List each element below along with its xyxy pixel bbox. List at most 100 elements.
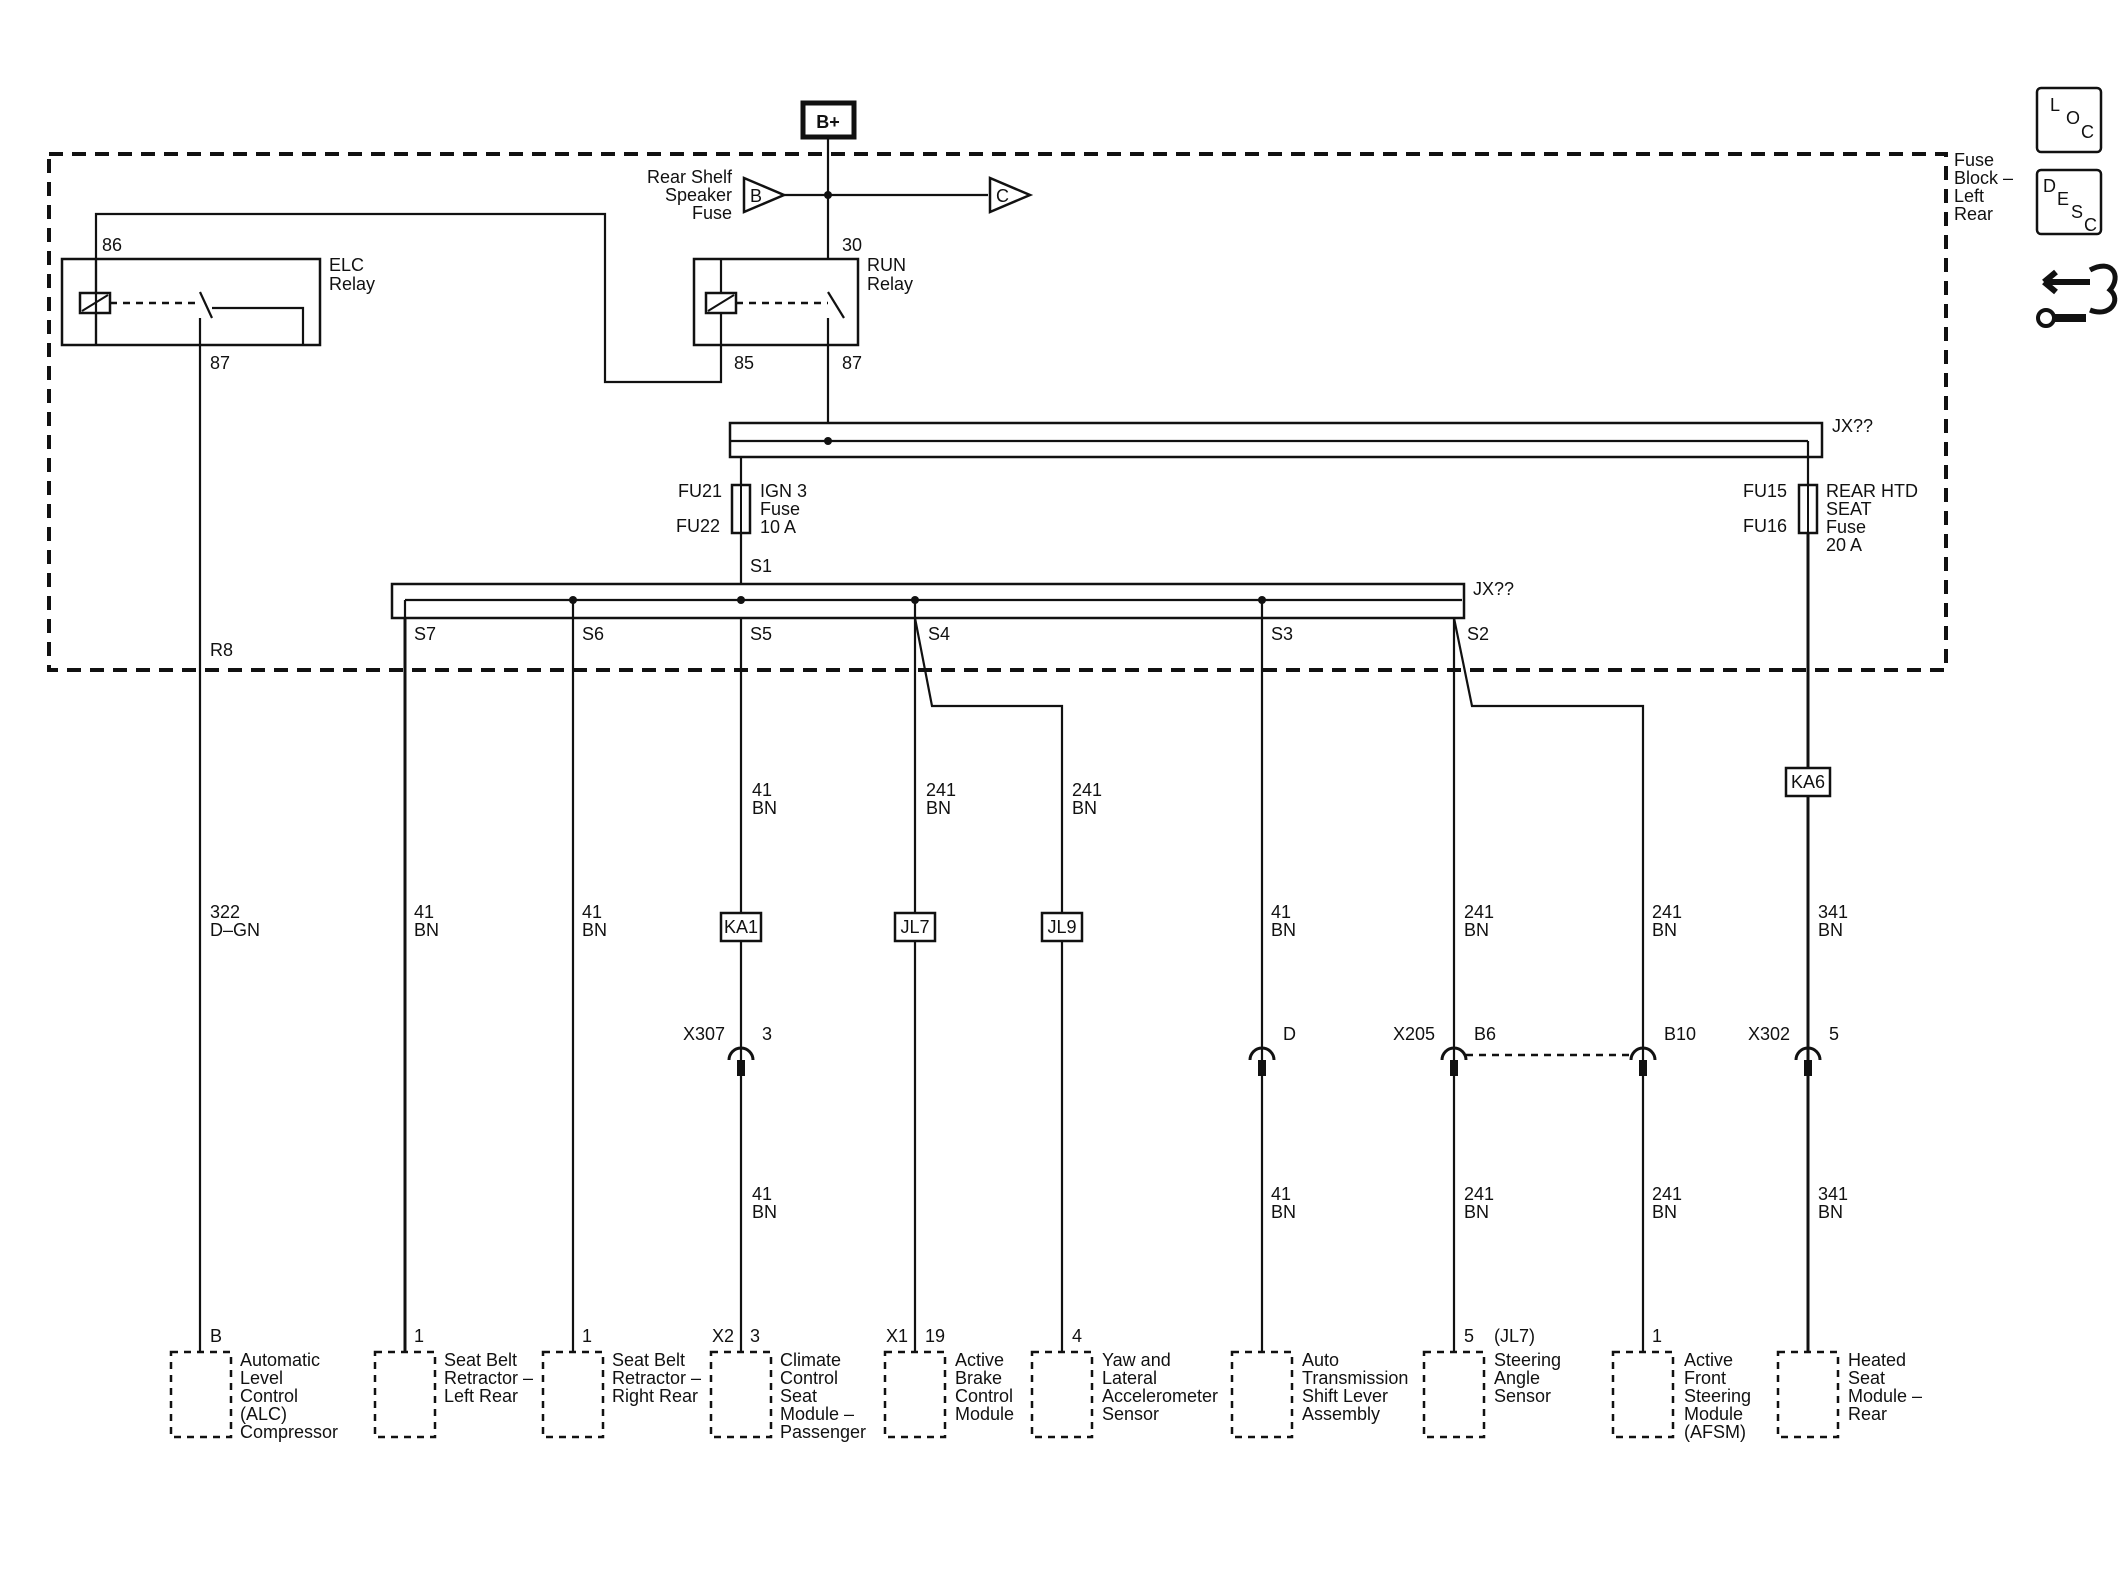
upper-bus-label: JX??: [1832, 416, 1873, 436]
svg-text:Rear Shelf: Rear Shelf: [647, 167, 733, 187]
svg-text:Brake: Brake: [955, 1368, 1002, 1388]
svg-text:19: 19: [925, 1326, 945, 1346]
component-heated-seat-module-rear: Heated Seat Module – Rear: [1776, 1350, 1922, 1439]
yaw-sensor-wire: [913, 617, 1064, 1352]
svg-text:Fuse: Fuse: [760, 499, 800, 519]
run-relay-pin-85: 85: [734, 353, 754, 373]
svg-text:BN: BN: [926, 798, 951, 818]
svg-text:Active: Active: [1684, 1350, 1733, 1370]
svg-text:RUN: RUN: [867, 255, 906, 275]
svg-text:Seat Belt: Seat Belt: [444, 1350, 517, 1370]
svg-text:241: 241: [1072, 780, 1102, 800]
svg-text:Control: Control: [240, 1386, 298, 1406]
splice-s7-label: S7: [414, 624, 436, 644]
splice-s1-label: S1: [750, 556, 772, 576]
svg-text:5: 5: [1464, 1326, 1474, 1346]
svg-text:KA1: KA1: [724, 917, 758, 937]
svg-text:BN: BN: [1652, 920, 1677, 940]
feed-c-arrow: C: [988, 176, 1034, 214]
svg-text:L: L: [2050, 95, 2060, 115]
svg-text:Shift Lever: Shift Lever: [1302, 1386, 1388, 1406]
svg-text:Active: Active: [955, 1350, 1004, 1370]
run-relay-label: RUN Relay: [867, 255, 913, 294]
svg-text:Control: Control: [955, 1386, 1013, 1406]
svg-text:X2: X2: [712, 1326, 734, 1346]
component-steering-angle-sensor: 5 (JL7) Steering Angle Sensor: [1422, 1326, 1561, 1439]
connector-x307-pin: 3: [762, 1024, 772, 1044]
svg-text:KA6: KA6: [1791, 772, 1825, 792]
svg-text:Module: Module: [1684, 1404, 1743, 1424]
connector-x302-pin: 5: [1829, 1024, 1839, 1044]
svg-text:Heated: Heated: [1848, 1350, 1906, 1370]
svg-text:D: D: [2043, 176, 2056, 196]
connector-tool-icon[interactable]: [2036, 263, 2118, 328]
elc-relay-label: ELC Relay: [329, 255, 375, 294]
svg-text:Rear: Rear: [1848, 1404, 1887, 1424]
splice-s3-label: S3: [1271, 624, 1293, 644]
component-climate-control-seat-module: X2 3 Climate Control Seat Module – Passe…: [709, 1326, 866, 1442]
component-seat-belt-retractor-left-rear: 1 Seat Belt Retractor – Left Rear: [373, 1326, 533, 1439]
svg-text:41: 41: [1271, 902, 1291, 922]
svg-text:JL9: JL9: [1047, 917, 1076, 937]
fuse-fu15-label: FU15: [1743, 481, 1787, 501]
svg-text:Module: Module: [955, 1404, 1014, 1424]
afsm-wire: [1452, 617, 1645, 1352]
svg-text:Sensor: Sensor: [1102, 1404, 1159, 1424]
svg-text:Left Rear: Left Rear: [444, 1386, 518, 1406]
svg-text:BN: BN: [1072, 798, 1097, 818]
component-active-brake-control-module: X1 19 Active Brake Control Module: [883, 1326, 1014, 1439]
svg-text:Block –: Block –: [1954, 168, 2013, 188]
svg-text:BN: BN: [752, 798, 777, 818]
svg-text:Module –: Module –: [1848, 1386, 1922, 1406]
harness-connector-x302: [1794, 1046, 1822, 1076]
ign3-fuse: [730, 483, 752, 535]
rear-shelf-speaker-fuse-label: Rear Shelf Speaker Fuse: [647, 167, 733, 223]
svg-text:O: O: [2066, 108, 2080, 128]
svg-text:3: 3: [750, 1326, 760, 1346]
loc-icon[interactable]: L O C: [2035, 86, 2103, 154]
elc-relay-pin-86: 86: [102, 235, 122, 255]
svg-text:Angle: Angle: [1494, 1368, 1540, 1388]
inline-connector-jl9: JL9: [1040, 911, 1084, 943]
svg-text:S: S: [2071, 202, 2083, 222]
desc-icon[interactable]: D E S C: [2035, 168, 2103, 236]
svg-text:Seat: Seat: [780, 1386, 817, 1406]
svg-text:E: E: [2057, 189, 2069, 209]
svg-text:BN: BN: [414, 920, 439, 940]
upper-bus-bar: [728, 421, 1824, 459]
splice-s5-dot: [737, 596, 745, 604]
svg-text:Sensor: Sensor: [1494, 1386, 1551, 1406]
upper-bus-splice: [824, 437, 832, 445]
splice-s6-label: S6: [582, 624, 604, 644]
ign3-fuse-label: IGN 3 Fuse 10 A: [760, 481, 807, 537]
svg-text:BN: BN: [1652, 1202, 1677, 1222]
svg-text:Retractor –: Retractor –: [612, 1368, 701, 1388]
run-relay-pin-87: 87: [842, 353, 862, 373]
feed-b-arrow: B: [742, 176, 788, 214]
svg-text:REAR HTD: REAR HTD: [1826, 481, 1918, 501]
svg-text:BN: BN: [1271, 920, 1296, 940]
svg-text:BN: BN: [1818, 920, 1843, 940]
svg-text:Front: Front: [1684, 1368, 1726, 1388]
svg-text:BN: BN: [582, 920, 607, 940]
svg-text:Compressor: Compressor: [240, 1422, 338, 1442]
svg-text:Seat Belt: Seat Belt: [612, 1350, 685, 1370]
harness-connector-x205-b6: [1440, 1046, 1468, 1076]
svg-text:41: 41: [1271, 1184, 1291, 1204]
svg-text:241: 241: [926, 780, 956, 800]
svg-text:Yaw and: Yaw and: [1102, 1350, 1171, 1370]
svg-text:4: 4: [1072, 1326, 1082, 1346]
component-seat-belt-retractor-right-rear: 1 Seat Belt Retractor – Right Rear: [541, 1326, 701, 1439]
svg-text:B: B: [750, 186, 762, 206]
fuse-fu16-label: FU16: [1743, 516, 1787, 536]
svg-text:1: 1: [414, 1326, 424, 1346]
svg-text:B+: B+: [816, 112, 840, 132]
svg-text:41: 41: [752, 1184, 772, 1204]
